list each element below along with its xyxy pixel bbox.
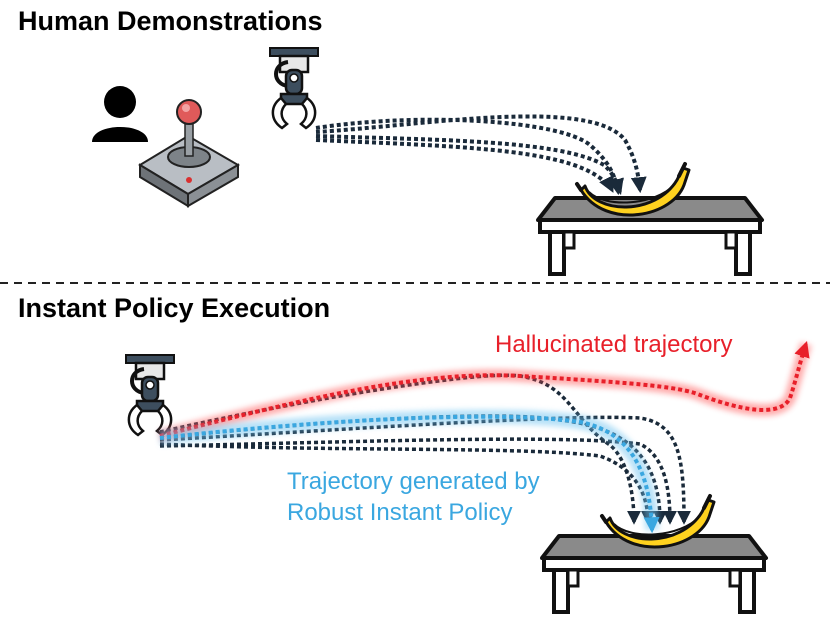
generated-trajectory-label-line2: Robust Instant Policy — [287, 499, 512, 526]
generated-trajectory-label-line1: Trajectory generated by — [287, 468, 540, 495]
generated-trajectory-path — [159, 409, 660, 534]
robot-gripper-icon — [268, 46, 320, 130]
person-icon — [92, 86, 148, 142]
demonstration-paths-top — [315, 114, 647, 196]
joystick-icon — [138, 99, 240, 208]
heading-instant-policy-execution: Instant Policy Execution — [18, 293, 330, 323]
hallucinated-trajectory-label: Hallucinated trajectory — [495, 331, 732, 358]
robot-gripper-icon — [124, 353, 176, 437]
hallucinated-trajectory-path — [158, 340, 812, 442]
heading-human-demonstrations: Human Demonstrations — [18, 6, 323, 36]
